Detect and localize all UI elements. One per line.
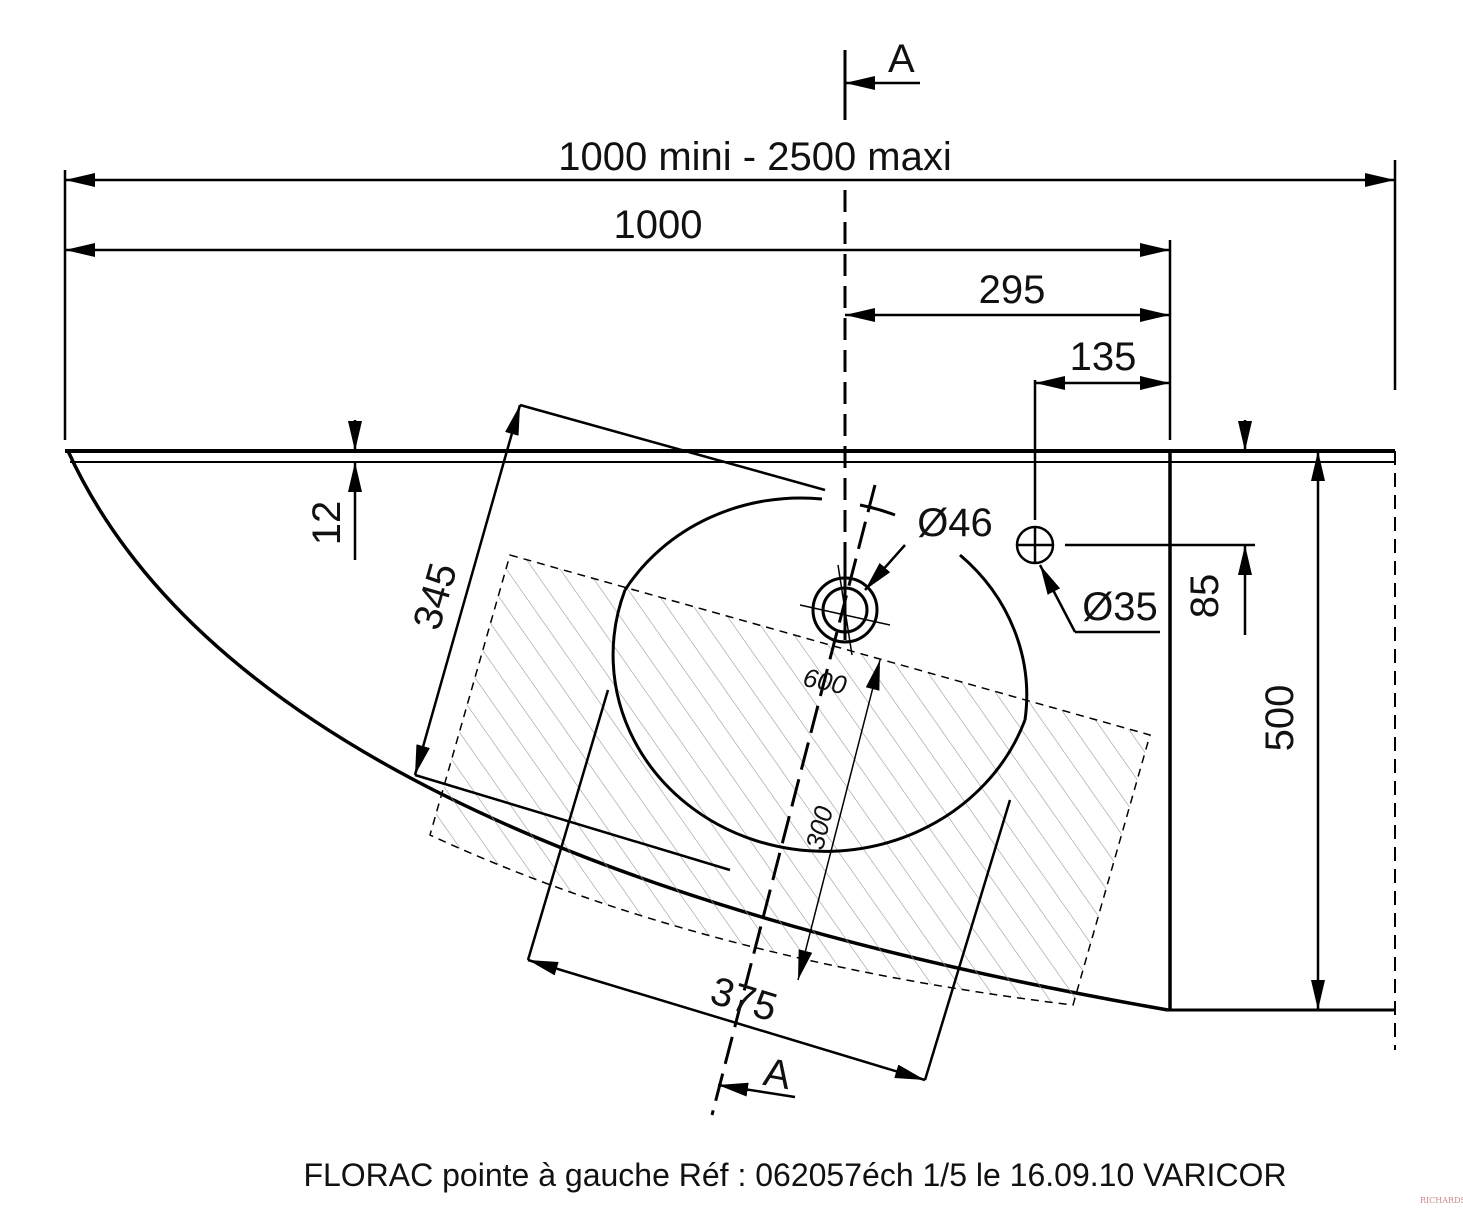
small-hole-icon — [1015, 525, 1055, 565]
dim-hole-offset: 135 — [1070, 335, 1137, 379]
watermark: RICHARDSON — [1420, 1196, 1463, 1205]
section-mark-top: A — [888, 37, 915, 81]
dim-tap-hole-diameter: Ø46 — [917, 501, 993, 545]
dim-overall-range: 1000 mini - 2500 maxi — [558, 135, 952, 179]
dim-thickness: 12 — [305, 501, 349, 546]
dimension-lines — [63, 76, 1397, 1099]
hatched-bowl-zone — [429, 554, 1151, 1006]
caption: FLORAC pointe à gauche Réf : 062057éch 1… — [303, 1157, 1286, 1193]
dim-tap-offset: 295 — [979, 268, 1046, 312]
dim-width: 1000 — [614, 203, 703, 247]
section-mark-bottom: A — [760, 1050, 794, 1098]
dim-hole-from-wall: 85 — [1183, 574, 1227, 619]
dim-bowl-width: 375 — [705, 969, 782, 1031]
dim-bowl-depth: 345 — [405, 558, 466, 634]
dim-small-hole-diameter: Ø35 — [1082, 585, 1158, 629]
dim-total-depth: 500 — [1258, 685, 1302, 752]
bowl-circle — [611, 496, 1029, 853]
tap-hole-icon — [799, 564, 891, 656]
